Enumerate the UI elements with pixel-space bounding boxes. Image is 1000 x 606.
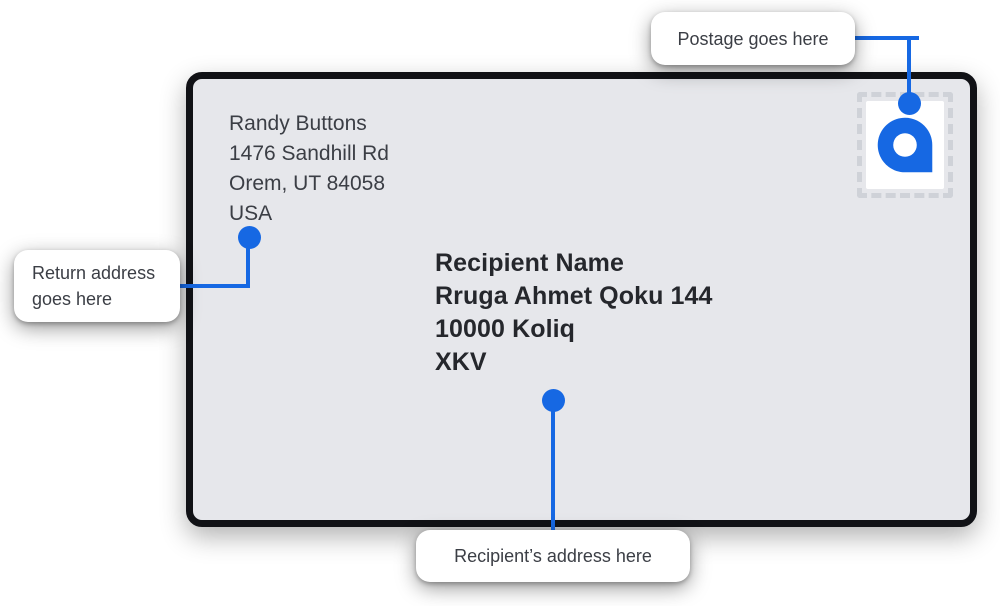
callout-return-address-line-1: Return address <box>32 263 156 283</box>
connector-return-vertical <box>246 240 250 288</box>
callout-postage-label: Postage goes here <box>677 28 829 49</box>
callout-recipient-address: Recipient’s address here <box>416 530 690 582</box>
connector-postage-vertical <box>907 36 911 106</box>
anchor-dot-recipient-address <box>542 389 565 412</box>
return-address-block: Randy Buttons 1476 Sandhill Rd Orem, UT … <box>229 109 389 229</box>
return-address-line-2: 1476 Sandhill Rd <box>229 142 389 165</box>
recipient-address-line-3: 10000 Koliq <box>435 315 576 343</box>
return-address-line-1: Randy Buttons <box>229 112 367 135</box>
callout-return-address-line-2: goes here <box>32 289 113 309</box>
envelope: Randy Buttons 1476 Sandhill Rd Orem, UT … <box>186 72 977 527</box>
connector-postage-horizontal <box>851 36 919 40</box>
recipient-address-line-4: XKV <box>435 348 487 376</box>
return-address-line-4: USA <box>229 202 273 225</box>
recipient-address-line-2: Rruga Ahmet Qoku 144 <box>435 282 713 310</box>
connector-recipient-vertical <box>551 400 555 538</box>
recipient-address-line-1: Recipient Name <box>435 249 624 277</box>
callout-recipient-address-label: Recipient’s address here <box>454 546 652 566</box>
callout-return-address: Return address goes here <box>14 250 180 322</box>
anchor-dot-return-address <box>238 226 261 249</box>
anchor-dot-postage <box>898 92 921 115</box>
recipient-address-block: Recipient Name Rruga Ahmet Qoku 144 1000… <box>435 247 713 379</box>
return-address-line-3: Orem, UT 84058 <box>229 172 386 195</box>
connector-return-horizontal <box>170 284 250 288</box>
postage-stamp-placeholder <box>857 92 953 198</box>
stamp-inner-face <box>866 101 944 189</box>
callout-return-address-label: Return address goes here <box>32 260 155 312</box>
postage-stamp-logo-icon <box>877 117 933 173</box>
callout-postage: Postage goes here <box>651 12 855 65</box>
